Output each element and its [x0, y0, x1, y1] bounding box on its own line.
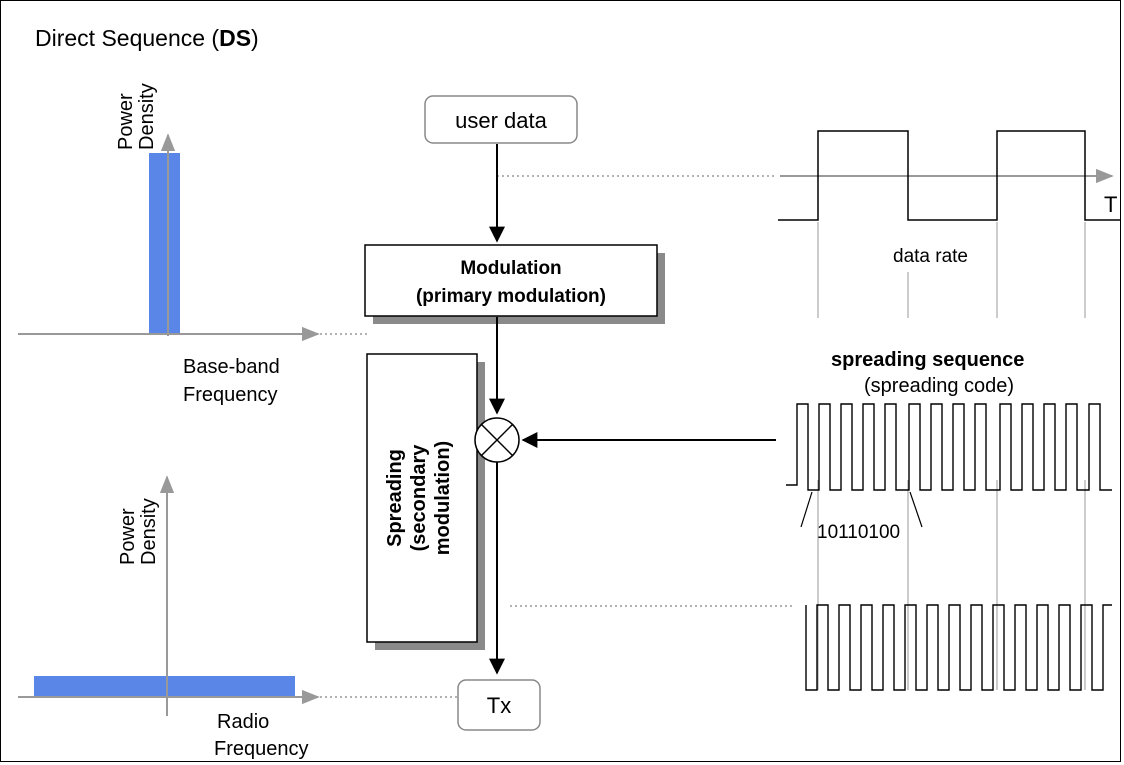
spreading-block: Spreading (secondary modulation) — [366, 353, 485, 650]
modulation-label-line2: (primary modulation) — [416, 286, 606, 307]
spreading-code-waveform — [786, 403, 1112, 491]
user-data-label: user data — [455, 108, 547, 133]
radio-x-label-line2: Frequency — [214, 738, 309, 760]
radio-spectrum-plot: Power Density Radio Frequency — [18, 475, 320, 760]
spreading-label-line3: modulation) — [432, 441, 454, 555]
baseband-y-label-density: Density — [136, 83, 158, 150]
data-waveform — [778, 130, 1120, 221]
spreading-label-line1: Spreading — [384, 449, 406, 547]
spreading-label-line2: (secondary — [408, 444, 430, 552]
bit-period-guides — [817, 222, 1086, 690]
diagram-title: Direct Sequence (DS) — [35, 25, 259, 51]
modulation-label-line1: Modulation — [460, 258, 561, 279]
tx-label: Tx — [487, 693, 511, 718]
radio-x-label-line1: Radio — [217, 711, 269, 733]
code-pointer-right — [909, 491, 923, 528]
data-signal: T data rate — [778, 130, 1120, 267]
modulation-block: Modulation (primary modulation) — [364, 244, 665, 324]
code-pointer-left — [800, 491, 813, 528]
baseband-spectrum-plot: Power Density Base-band Frequency — [18, 83, 320, 406]
radio-y-label-power: Power — [117, 508, 139, 565]
baseband-y-label-power: Power — [115, 93, 137, 150]
mixer — [474, 417, 520, 463]
baseband-spectrum-bar — [149, 153, 180, 334]
baseband-x-label-line2: Frequency — [183, 384, 278, 406]
spread-signal — [805, 604, 1112, 691]
spreading-sequence-subtitle: (spreading code) — [864, 375, 1014, 397]
time-axis-label: T — [1104, 192, 1117, 217]
spreading-code-signal: spreading sequence (spreading code) 1011… — [786, 349, 1112, 543]
user-data-block: user data — [424, 95, 578, 144]
radio-spectrum-bar — [34, 676, 295, 697]
spread-waveform — [805, 604, 1112, 691]
tx-block: Tx — [457, 679, 541, 731]
radio-y-label-density: Density — [138, 498, 160, 565]
data-rate-label: data rate — [893, 246, 968, 267]
spreading-sequence-title: spreading sequence — [831, 349, 1024, 371]
dotted-connectors — [320, 175, 795, 698]
code-example-label: 10110100 — [817, 522, 900, 543]
baseband-x-label-line1: Base-band — [183, 356, 280, 378]
